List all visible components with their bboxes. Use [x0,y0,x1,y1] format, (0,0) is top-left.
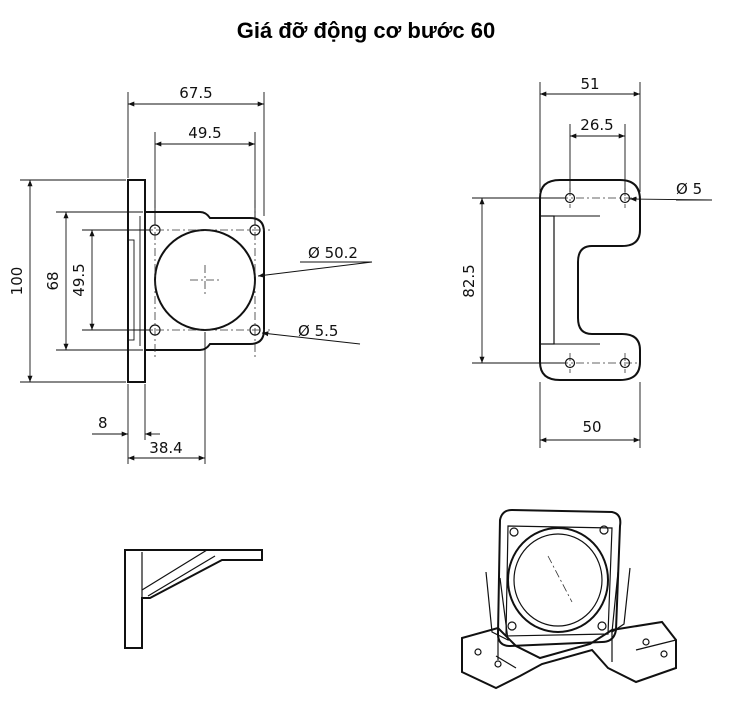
dim-bore-50-2: Ø 50.2 [308,244,358,262]
dim-26-5: 26.5 [580,116,613,134]
dim-68: 68 [44,271,62,290]
dim-50: 50 [582,418,601,436]
dim-49-5-horizontal: 49.5 [188,124,221,142]
dim-51: 51 [580,75,599,93]
bore-circle [154,229,256,331]
page-title: Giá đỡ động cơ bước 60 [236,18,496,43]
base-slot [127,239,135,341]
flange-bar [539,215,555,345]
base-u-outline [539,179,641,381]
top-holes [564,192,631,369]
dim-82-5: 82.5 [460,264,478,297]
dim-hole-5: Ø 5 [676,180,702,198]
base-plate-outline [127,179,146,383]
dim-38-4: 38.4 [149,439,182,457]
dim-67-5: 67.5 [179,84,212,102]
dim-100: 100 [8,267,26,296]
front-view: 67.5 49.5 100 68 49.5 Ø 50.2 Ø 5.5 [8,84,373,464]
dim-49-5-vertical: 49.5 [70,263,88,296]
corner-holes [149,224,261,336]
dim-8: 8 [98,414,108,432]
dim-hole-5-5: Ø 5.5 [298,322,338,340]
side-view [124,549,263,649]
flange-plate-outline [145,211,265,351]
isometric-view [461,508,677,690]
top-view: 51 26.5 Ø 5 82.5 50 [460,75,713,448]
